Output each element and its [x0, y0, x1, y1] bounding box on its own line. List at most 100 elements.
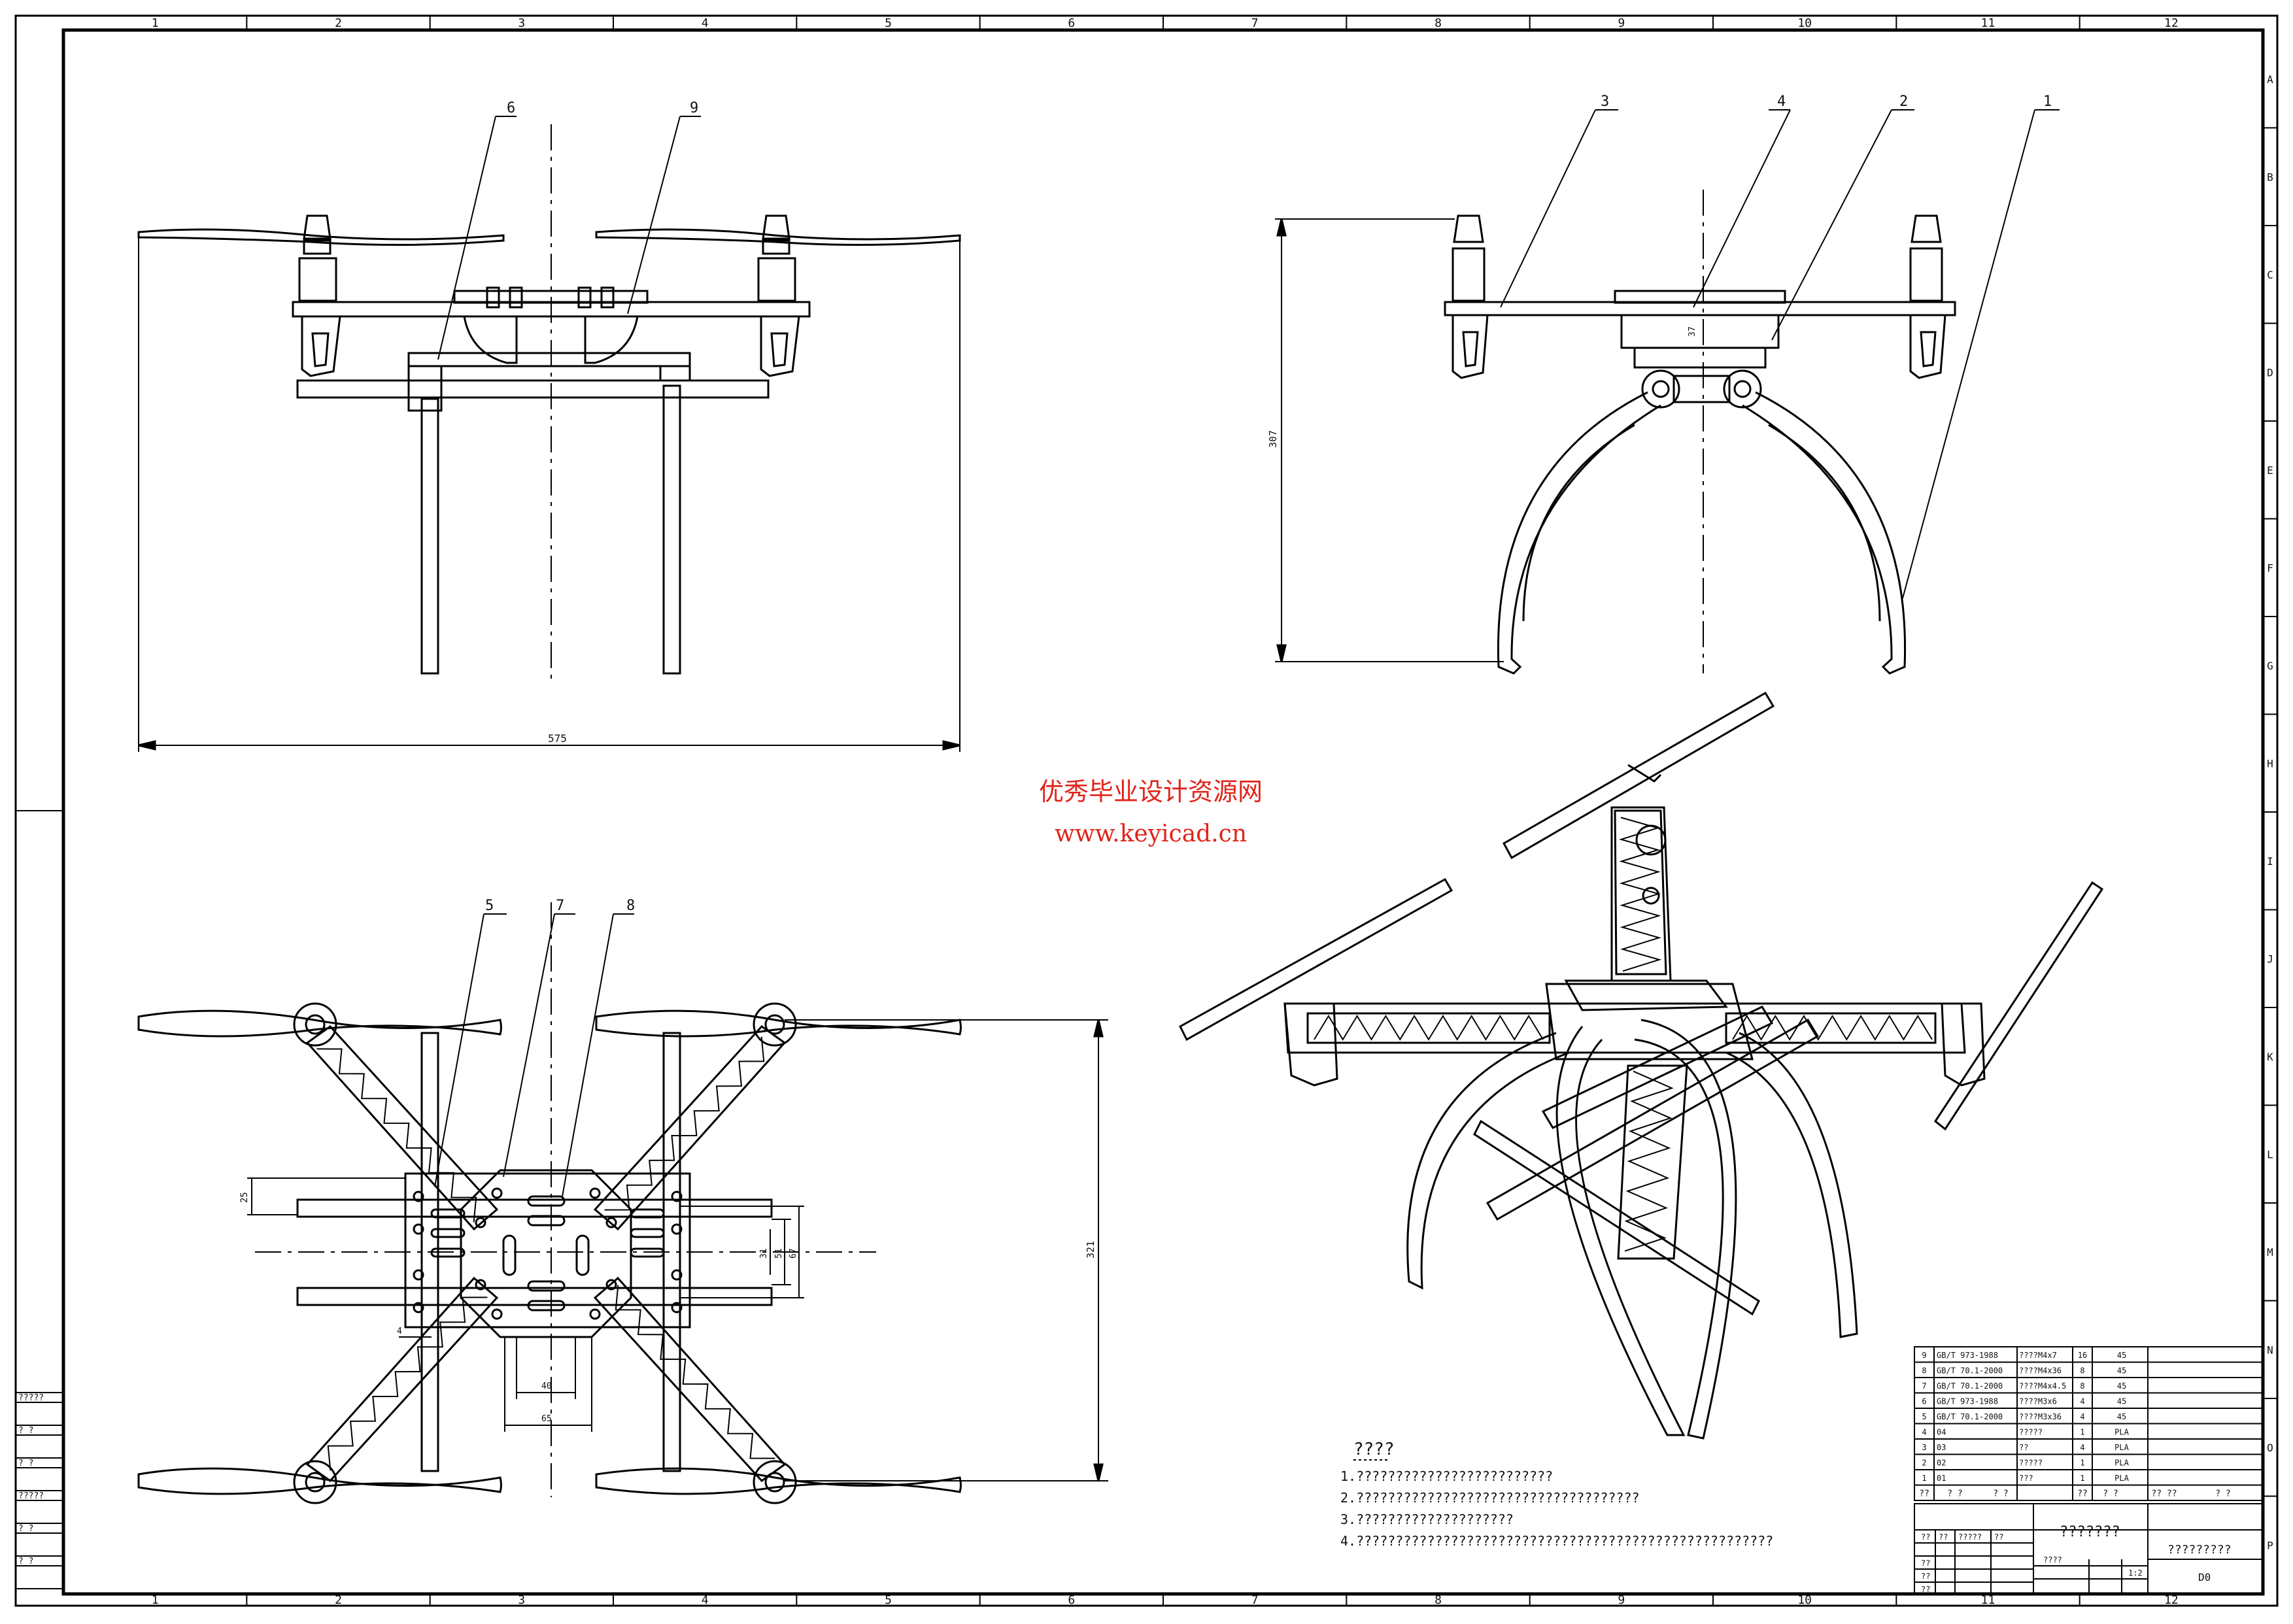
left-stamp-0: ????? — [18, 1393, 44, 1403]
column-zone-bottom-1: 1 — [152, 1593, 159, 1607]
column-zone-top-10: 10 — [1797, 16, 1812, 30]
top-dim-31: 31 — [759, 1248, 769, 1259]
bom-name-6: ????M3x6 — [2019, 1397, 2057, 1406]
bom-mat-4: PLA — [2115, 1428, 2129, 1437]
bom-code-2: 02 — [1937, 1459, 1946, 1468]
bom-name-1: ??? — [2019, 1474, 2033, 1483]
bom-name-4: ????? — [2019, 1428, 2043, 1437]
column-zone-top-9: 9 — [1618, 16, 1625, 30]
column-zone-top-4: 4 — [702, 16, 709, 30]
row-zone-A: A — [2267, 73, 2273, 86]
bom-name-5: ????M3x36 — [2019, 1412, 2062, 1421]
column-zone-top-11: 11 — [1981, 16, 1996, 30]
bom-mat-3: PLA — [2115, 1443, 2129, 1452]
top-dim-40: 40 — [541, 1381, 552, 1391]
front-balloon-6: 6 — [507, 100, 515, 116]
title-sheet: D0 — [2198, 1571, 2211, 1583]
column-zone-top-8: 8 — [1435, 16, 1442, 30]
top-dim-4: 4 — [397, 1327, 402, 1336]
title-label-7: ?? — [1921, 1585, 1930, 1594]
bom-no-9: 9 — [1922, 1351, 1926, 1360]
bom-mat-5: 45 — [2117, 1412, 2126, 1421]
row-zone-F: F — [2267, 562, 2273, 574]
bom-name-9: ????M4x7 — [2019, 1351, 2057, 1360]
top-view — [137, 902, 1108, 1504]
bom-name-7: ????M4x4.5 — [2019, 1381, 2066, 1391]
bom-qty-8: 8 — [2080, 1366, 2084, 1376]
column-zone-top-7: 7 — [1251, 16, 1259, 30]
bom-no-3: 3 — [1922, 1443, 1926, 1452]
column-zone-bottom-5: 5 — [885, 1593, 892, 1607]
column-zone-top-12: 12 — [2164, 16, 2179, 30]
bom-qty-5: 4 — [2080, 1412, 2084, 1421]
bom-mat-9: 45 — [2117, 1351, 2126, 1360]
top-balloon-5: 5 — [485, 898, 494, 914]
column-zone-top-6: 6 — [1068, 16, 1075, 30]
row-zone-N: N — [2267, 1344, 2273, 1356]
bom-code-6: GB/T 973-1988 — [1937, 1397, 1998, 1406]
left-margin-stamp-text: ?????? ?? ??????? ?? ? — [18, 1393, 44, 1566]
bom-no-2: 2 — [1922, 1459, 1926, 1468]
bom-qty-6: 4 — [2080, 1397, 2084, 1406]
top-balloon-7: 7 — [556, 898, 564, 914]
title-drawing-no: ????????? — [2167, 1543, 2232, 1557]
notes-title: ???? — [1353, 1440, 1395, 1459]
bom-name-3: ?? — [2019, 1443, 2028, 1452]
column-zone-bottom-9: 9 — [1618, 1593, 1625, 1607]
bom-no-4: 4 — [1922, 1428, 1926, 1437]
row-zone-C: C — [2267, 269, 2273, 281]
top-dim-65: 65 — [541, 1414, 552, 1424]
left-stamp-1: ? ? — [18, 1426, 33, 1436]
column-zone-bottom-2: 2 — [335, 1593, 342, 1607]
note-line-1: 1.????????????????????????? — [1340, 1468, 1553, 1484]
title-label-2: ????? — [1958, 1532, 1982, 1542]
bom-code-9: GB/T 973-1988 — [1937, 1351, 1998, 1360]
row-zone-E: E — [2267, 464, 2273, 477]
bom-mat-1: PLA — [2115, 1474, 2129, 1483]
bom-code-3: 03 — [1937, 1443, 1946, 1452]
bom-code-7: GB/T 70.1-2000 — [1937, 1381, 2003, 1391]
row-zone-O: O — [2267, 1442, 2273, 1454]
row-zone-K: K — [2267, 1051, 2273, 1063]
note-line-4: 4.??????????????????????????????????????… — [1340, 1533, 1773, 1549]
column-zone-bottom-6: 6 — [1068, 1593, 1075, 1607]
row-zone-I: I — [2267, 855, 2273, 868]
bom-code-5: GB/T 70.1-2000 — [1937, 1412, 2003, 1421]
bom-code-4: 04 — [1937, 1428, 1946, 1437]
top-dim-51: 51 — [774, 1248, 784, 1259]
column-zone-bottom-7: 7 — [1251, 1593, 1259, 1607]
bom-mat-7: 45 — [2117, 1381, 2126, 1391]
row-zone-M: M — [2267, 1246, 2273, 1259]
column-zone-bottom-10: 10 — [1797, 1593, 1812, 1607]
side-balloon-4: 4 — [1777, 93, 1786, 110]
column-zone-bottom-8: 8 — [1435, 1593, 1442, 1607]
bom-qty-7: 8 — [2080, 1381, 2084, 1391]
bom-qty-2: 1 — [2080, 1459, 2084, 1468]
bom-mat-2: PLA — [2115, 1459, 2129, 1468]
watermark-line-1: 优秀毕业设计资源网 — [1038, 777, 1263, 806]
bom-no-1: 1 — [1922, 1474, 1926, 1483]
title-label-5: ?? — [1921, 1559, 1930, 1568]
bom-name-8: ????M4x36 — [2019, 1366, 2062, 1376]
bom-header-5: ?? ?? — [2151, 1489, 2177, 1499]
left-stamp-4: ? ? — [18, 1524, 33, 1534]
side-view — [1275, 109, 2060, 675]
bom-header-3: ?? — [2077, 1489, 2088, 1499]
column-zone-top-2: 2 — [335, 16, 342, 30]
bom-header-0: ?? — [1919, 1489, 1929, 1499]
column-zone-bottom-3: 3 — [518, 1593, 525, 1607]
bom-no-7: 7 — [1922, 1381, 1926, 1391]
row-zone-L: L — [2267, 1148, 2273, 1160]
bom-qty-4: 1 — [2080, 1428, 2084, 1437]
title-block — [1914, 1503, 2264, 1595]
column-zone-bottom-12: 12 — [2164, 1593, 2179, 1607]
bom-header-2: ? ? — [1993, 1489, 2008, 1499]
bom-qty-1: 1 — [2080, 1474, 2084, 1483]
title-label-6: ?? — [1921, 1572, 1930, 1581]
front-width-dimension: 575 — [548, 732, 567, 745]
top-dim-67: 67 — [789, 1248, 798, 1259]
row-zone-D: D — [2267, 366, 2273, 379]
